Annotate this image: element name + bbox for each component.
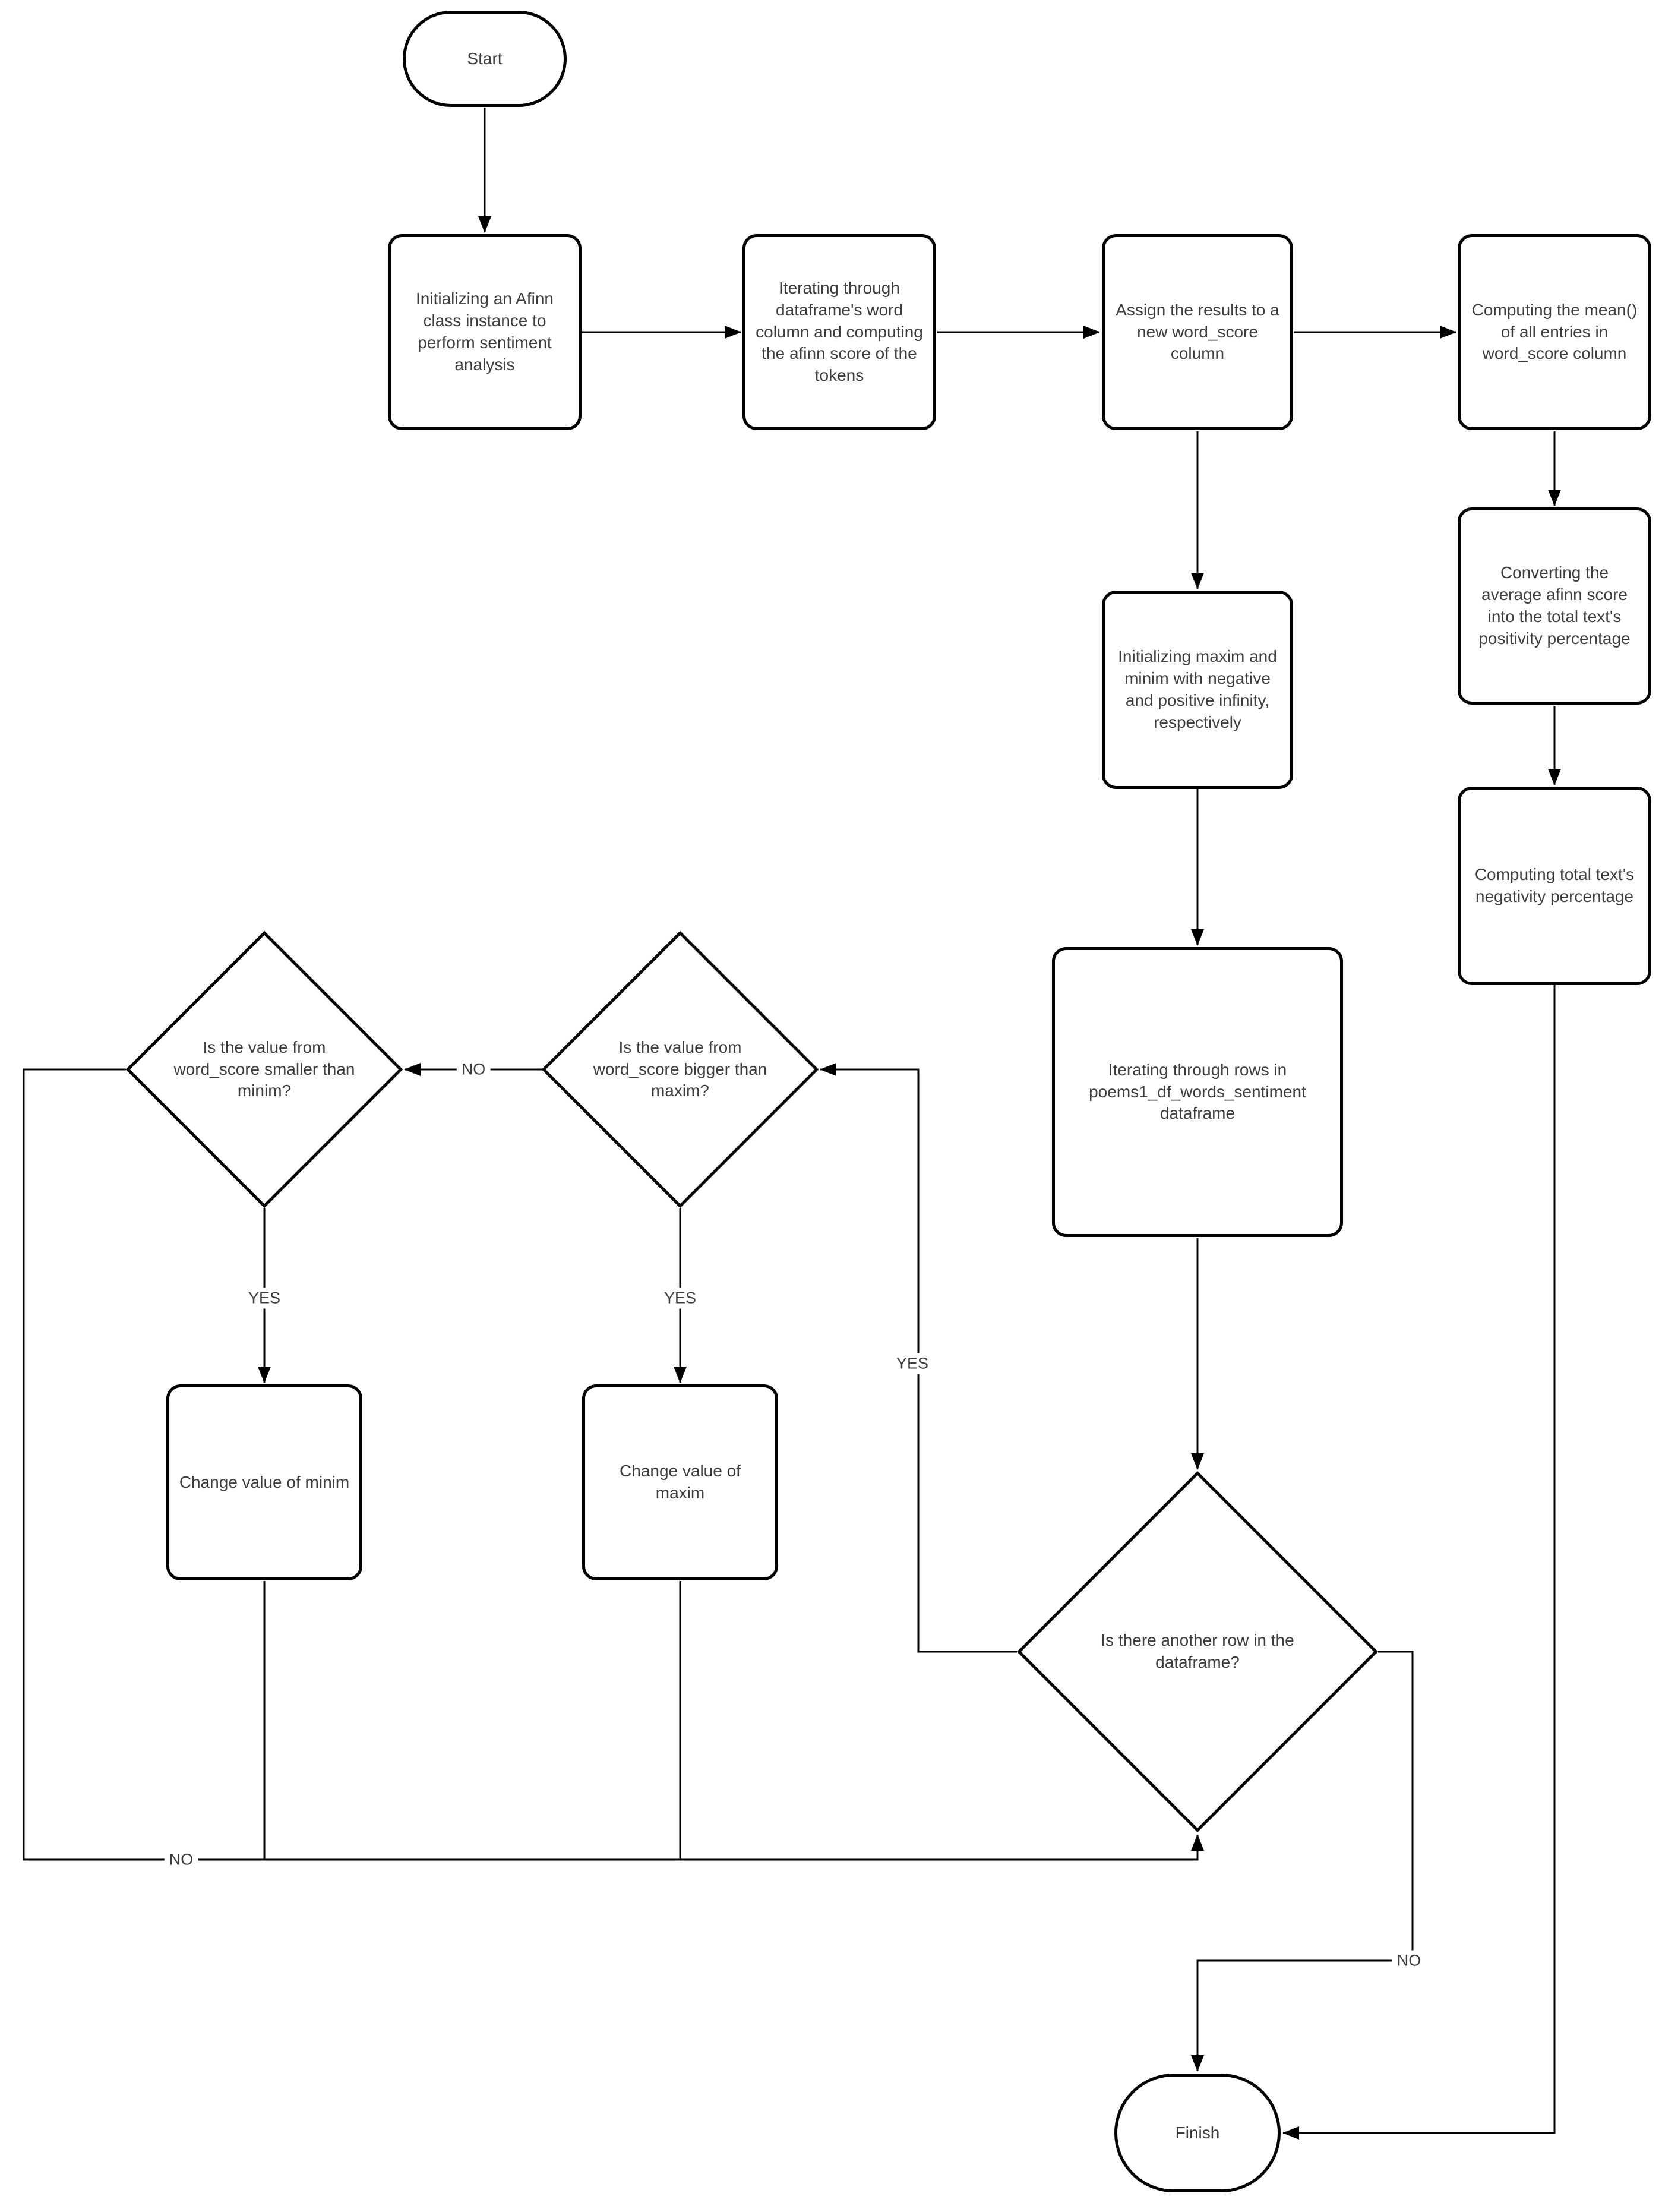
process-assign-results-label: Assign the results to a new word_score c…: [1116, 300, 1279, 363]
process-init-afinn: Initializing an Afinn class instance to …: [388, 234, 582, 430]
edge-no-smaller-loop-to-another-row: [23, 1068, 1204, 1861]
process-convert-positivity-label: Converting the average afinn score into …: [1478, 563, 1631, 648]
decision-another-row-label: Is there another row in the dataframe?: [1101, 1631, 1294, 1671]
edge-label-yes-change-maxim: YES: [659, 1288, 702, 1309]
edge-negativity-to-finish: [1282, 984, 1556, 2140]
edge-label-no-to-finish: NO: [1392, 1950, 1426, 1971]
process-change-maxim-label: Change value of maxim: [620, 1462, 741, 1502]
edge-label-no-next-row-loop: NO: [164, 1849, 198, 1870]
process-compute-negativity-label: Computing total text's negativity percen…: [1474, 865, 1635, 905]
process-assign-results: Assign the results to a new word_score c…: [1102, 234, 1293, 430]
process-init-maxim-minim-label: Initializing maxim and minim with negati…: [1118, 647, 1277, 731]
finish-label: Finish: [1175, 2123, 1220, 2142]
process-change-maxim: Change value of maxim: [582, 1384, 778, 1580]
finish-terminal: Finish: [1114, 2074, 1281, 2192]
process-change-minim-label: Change value of minim: [179, 1472, 350, 1491]
edge-label-yes-loop-to-bigger-check: YES: [891, 1353, 934, 1374]
decision-smaller-check-label: Is the value from word_score smaller tha…: [173, 1037, 355, 1100]
process-iterate-word-column-label: Iterating through dataframe's word colum…: [756, 278, 923, 385]
start-terminal: Start: [403, 11, 567, 107]
process-iterate-rows-label: Iterating through rows in poems1_df_word…: [1089, 1060, 1306, 1123]
process-compute-mean: Computing the mean() of all entries in w…: [1458, 234, 1651, 430]
start-label: Start: [467, 49, 503, 68]
process-init-afinn-label: Initializing an Afinn class instance to …: [416, 289, 554, 374]
process-change-minim: Change value of minim: [166, 1384, 362, 1580]
process-compute-mean-label: Computing the mean() of all entries in w…: [1471, 300, 1638, 363]
process-init-maxim-minim: Initializing maxim and minim with negati…: [1102, 591, 1293, 789]
decision-bigger-check-label: Is the value from word_score bigger than…: [593, 1037, 767, 1100]
process-convert-positivity: Converting the average afinn score into …: [1458, 507, 1651, 705]
edge-label-yes-change-minim: YES: [243, 1288, 286, 1309]
process-iterate-rows: Iterating through rows in poems1_df_word…: [1052, 947, 1343, 1237]
process-compute-negativity: Computing total text's negativity percen…: [1458, 787, 1651, 985]
edge-label-no-to-smaller-check: NO: [456, 1059, 491, 1080]
process-iterate-word-column: Iterating through dataframe's word colum…: [742, 234, 936, 430]
